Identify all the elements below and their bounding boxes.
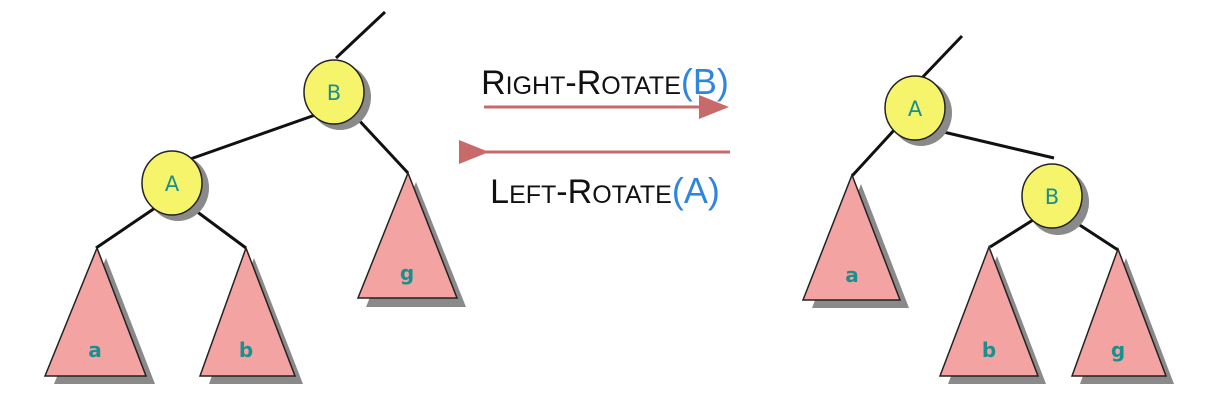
left-node-A: A: [141, 150, 209, 221]
right-rotate-label: RIGHT-ROTATE(B): [481, 61, 729, 102]
right-tree: a b g A B: [801, 34, 1174, 384]
left-subtree-b: b: [198, 245, 303, 384]
left-rotate-operation: LEFT-ROTATE(A): [459, 140, 730, 211]
right-node-B: B: [1021, 163, 1089, 235]
left-subtree-b-label: b: [239, 338, 253, 362]
right-rotate-operation: RIGHT-ROTATE(B): [481, 61, 729, 119]
left-subtree-a: a: [43, 245, 155, 384]
left-edge-parent: [334, 10, 387, 60]
left-edge-A-b: [191, 206, 247, 250]
left-rotate-label: LEFT-ROTATE(A): [490, 170, 720, 211]
left-tree: a b g A B: [43, 10, 466, 384]
right-subtree-b-label: b: [982, 338, 996, 362]
left-edge-B-g: [353, 114, 410, 175]
right-subtree-a: a: [801, 172, 909, 308]
left-node-B: B: [303, 59, 371, 130]
right-subtree-a-label: a: [845, 263, 859, 287]
right-subtree-g: g: [1070, 246, 1174, 384]
left-subtree-g: g: [356, 170, 466, 307]
right-node-A-label: A: [908, 97, 923, 121]
right-edge-A-a: [850, 126, 898, 178]
left-node-B-label: B: [327, 81, 341, 105]
left-edge-A-a: [95, 206, 156, 250]
right-node-A: A: [884, 75, 952, 146]
right-edge-A-B: [934, 128, 1055, 160]
right-edge-B-b: [989, 218, 1034, 249]
left-subtree-a-label: a: [88, 338, 102, 362]
right-subtree-b: b: [938, 244, 1046, 384]
right-edge-parent: [916, 34, 964, 84]
right-node-B-label: B: [1045, 185, 1059, 209]
left-subtree-g-label: g: [400, 261, 414, 285]
left-edge-B-A: [178, 112, 319, 165]
right-subtree-g-label: g: [1111, 338, 1125, 362]
left-node-A-label: A: [165, 172, 180, 196]
